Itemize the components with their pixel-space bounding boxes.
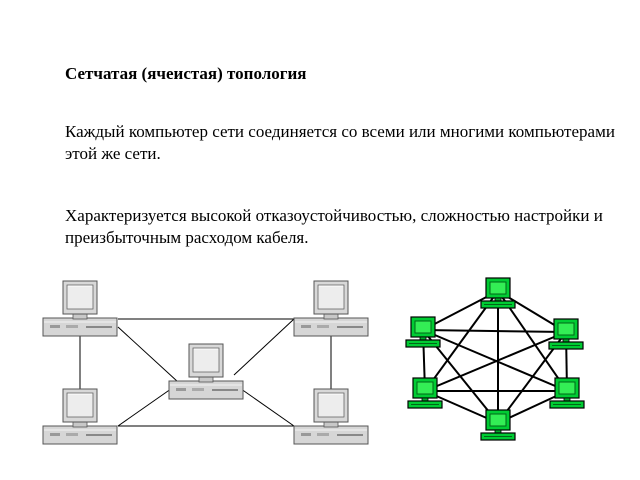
green-computer-icon <box>405 316 441 348</box>
desktop-computer-icon <box>168 343 244 400</box>
mesh-link <box>117 326 179 383</box>
mesh-link <box>117 383 179 427</box>
mesh-link <box>233 318 295 376</box>
green-computer-icon <box>407 377 443 409</box>
desktop-computer-icon <box>293 388 369 445</box>
description-paragraph-1: Каждый компьютер сети соединяется со все… <box>65 122 615 163</box>
full-mesh-links <box>422 290 568 424</box>
green-computer-icon <box>480 277 516 309</box>
green-computer-icon <box>548 318 584 350</box>
green-computer-icon <box>480 409 516 441</box>
mesh-link <box>422 329 568 392</box>
description-paragraph-2: Характеризуется высокой отказоустойчивос… <box>65 206 603 247</box>
desktop-computer-icon <box>293 280 369 337</box>
mesh-link <box>422 329 567 333</box>
slide-title: Сетчатая (ячеистая) топология <box>65 64 307 83</box>
desktop-computer-icon <box>42 388 118 445</box>
green-computer-icon <box>549 377 585 409</box>
desktop-computer-icon <box>42 280 118 337</box>
mesh-link <box>233 383 295 427</box>
